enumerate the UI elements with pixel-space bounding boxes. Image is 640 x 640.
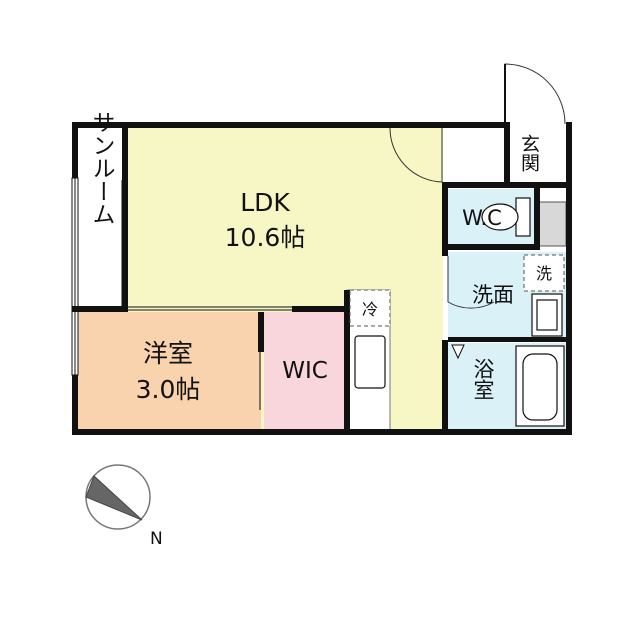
- entrance-door-swing: [504, 63, 566, 125]
- kitchen-sink: [354, 335, 386, 389]
- western-room-name: 洋室: [143, 339, 193, 368]
- ldk-door-swing: [389, 127, 443, 183]
- wic-fill: [264, 312, 344, 430]
- bath-door: [451, 344, 465, 360]
- washer-space: [523, 254, 565, 292]
- sunroom-label: サンルーム: [88, 111, 115, 226]
- bath-label: 浴室: [471, 358, 495, 400]
- washer-label: 洗: [536, 264, 552, 283]
- interior-walls: [72, 122, 566, 434]
- washroom-door-swing: [447, 256, 495, 309]
- bathtub: [515, 345, 565, 427]
- closet-gray: [538, 201, 567, 247]
- entrance-label: 玄関: [518, 134, 540, 172]
- western-room-size: 3.0帖: [136, 375, 201, 404]
- washbasin: [531, 293, 563, 337]
- wic-label: WIC: [282, 358, 328, 384]
- fridge-label: 冷: [362, 300, 378, 319]
- sliding-door-ldk: [128, 306, 292, 311]
- ldk-name: LDK: [240, 188, 290, 217]
- toilet: [481, 197, 531, 237]
- compass-north: N: [150, 529, 163, 549]
- compass: N: [85, 464, 163, 549]
- ldk-size: 10.6帖: [225, 223, 306, 252]
- wc-label: W.C: [462, 206, 502, 230]
- compass-needle-icon: [85, 475, 143, 521]
- outer-walls: [72, 122, 572, 435]
- fridge-space: [349, 289, 391, 327]
- washroom-label: 洗面: [472, 283, 514, 307]
- sunroom-window: [71, 177, 79, 376]
- western-room-fill: [78, 312, 261, 430]
